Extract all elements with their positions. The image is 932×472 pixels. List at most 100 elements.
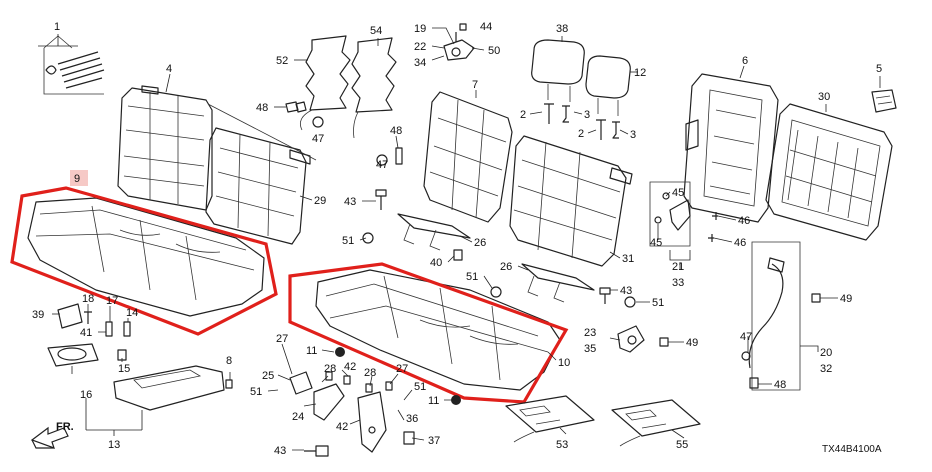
part-26-brackets <box>397 213 595 303</box>
label-7: 7 <box>472 79 478 91</box>
label-53: 53 <box>556 439 568 451</box>
label-48: 48 <box>390 125 402 137</box>
label-11: 11 <box>428 395 439 407</box>
label-45: 45 <box>650 237 662 249</box>
label-47: 47 <box>740 331 752 343</box>
label-2: 2 <box>520 109 526 121</box>
label-48: 48 <box>774 379 786 391</box>
label-49: 49 <box>686 337 698 349</box>
label-26: 26 <box>474 237 486 249</box>
label-42: 42 <box>336 421 348 433</box>
label-37: 37 <box>428 435 440 447</box>
label-22: 22 <box>414 41 426 53</box>
label-9-highlight <box>70 170 88 186</box>
label-52: 52 <box>276 55 288 67</box>
label-32: 32 <box>820 363 832 375</box>
parts-21-33-45-46 <box>649 181 718 247</box>
parts-53-55-mats <box>505 395 701 447</box>
label-15: 15 <box>118 363 130 375</box>
part-4-left-seatback <box>117 85 213 211</box>
part-9-left-seat-cushion <box>27 197 265 317</box>
front-arrow <box>30 426 69 449</box>
callout-labels: 1 4 9 52 54 48 47 48 47 19 44 22 50 34 3… <box>32 21 882 457</box>
part-29-right-seatback <box>205 103 317 245</box>
label-46: 46 <box>738 215 750 227</box>
label-26: 26 <box>500 261 512 273</box>
label-12: 12 <box>634 67 646 79</box>
label-50: 50 <box>488 45 500 57</box>
label-43: 43 <box>344 196 356 208</box>
label-38: 38 <box>556 23 568 35</box>
armrest-parts <box>47 303 233 411</box>
label-28: 28 <box>364 367 376 379</box>
label-41: 41 <box>80 327 92 339</box>
label-11: 11 <box>306 345 317 357</box>
front-arrow-label: FR. <box>56 421 74 433</box>
label-16: 16 <box>80 389 92 401</box>
parts-47-48-clips <box>285 101 403 166</box>
label-19: 19 <box>414 23 426 35</box>
label-27: 27 <box>396 363 408 375</box>
label-46: 46 <box>734 237 746 249</box>
label-3: 3 <box>630 129 636 141</box>
parts-19-22-34-44-50 <box>443 23 475 61</box>
label-9: 9 <box>74 173 80 185</box>
part-38-12-headrests <box>531 39 631 116</box>
label-10: 10 <box>558 357 570 369</box>
label-42: 42 <box>344 361 356 373</box>
highlight-right-cushion <box>288 262 569 404</box>
label-40: 40 <box>430 257 442 269</box>
part-1-clip-set <box>43 35 105 95</box>
label-3: 3 <box>584 109 590 121</box>
label-24: 24 <box>292 411 304 423</box>
label-25: 25 <box>262 370 274 382</box>
diagram-code: TX44B4100A <box>822 444 882 455</box>
label-36: 36 <box>406 413 418 425</box>
label-44: 44 <box>480 21 492 33</box>
label-48: 48 <box>256 102 268 114</box>
label-47: 47 <box>312 133 324 145</box>
label-28: 28 <box>324 363 336 375</box>
label-39: 39 <box>32 309 44 321</box>
label-23: 23 <box>584 327 596 339</box>
parts-23-35-49 <box>617 325 669 353</box>
label-8: 8 <box>226 355 232 367</box>
label-4: 4 <box>166 63 172 75</box>
label-34: 34 <box>414 57 426 69</box>
label-45: 45 <box>672 187 684 199</box>
label-51: 51 <box>652 297 664 309</box>
label-14: 14 <box>126 307 138 319</box>
label-17: 17 <box>106 295 118 307</box>
part-30-seatback-frame <box>765 103 893 241</box>
fasteners-mid <box>362 189 636 308</box>
label-47: 47 <box>376 159 388 171</box>
leader-lines <box>38 27 881 451</box>
label-1: 1 <box>54 21 60 33</box>
part-31-seatback <box>509 135 633 267</box>
label-35: 35 <box>584 343 596 355</box>
label-21: 21 <box>672 261 684 273</box>
part-7-seatback-cover <box>423 91 513 223</box>
label-51: 51 <box>250 386 262 398</box>
label-5: 5 <box>876 63 882 75</box>
part-10-right-seat-cushion <box>315 269 561 391</box>
label-2: 2 <box>578 128 584 140</box>
label-30: 30 <box>818 91 830 103</box>
part-5-latch <box>871 89 897 113</box>
label-43: 43 <box>620 285 632 297</box>
label-51: 51 <box>342 235 354 247</box>
highlight-left-cushion <box>10 186 278 336</box>
label-49: 49 <box>840 293 852 305</box>
label-27: 27 <box>276 333 288 345</box>
label-20: 20 <box>820 347 832 359</box>
part-6-seatback-frame <box>683 73 779 223</box>
parts-20-32-cable <box>741 241 821 391</box>
label-33: 33 <box>672 277 684 289</box>
label-43: 43 <box>274 445 286 457</box>
label-54: 54 <box>370 25 382 37</box>
red-highlight-outlines <box>10 170 569 404</box>
label-51: 51 <box>466 271 478 283</box>
label-55: 55 <box>676 439 688 451</box>
label-18: 18 <box>82 293 94 305</box>
